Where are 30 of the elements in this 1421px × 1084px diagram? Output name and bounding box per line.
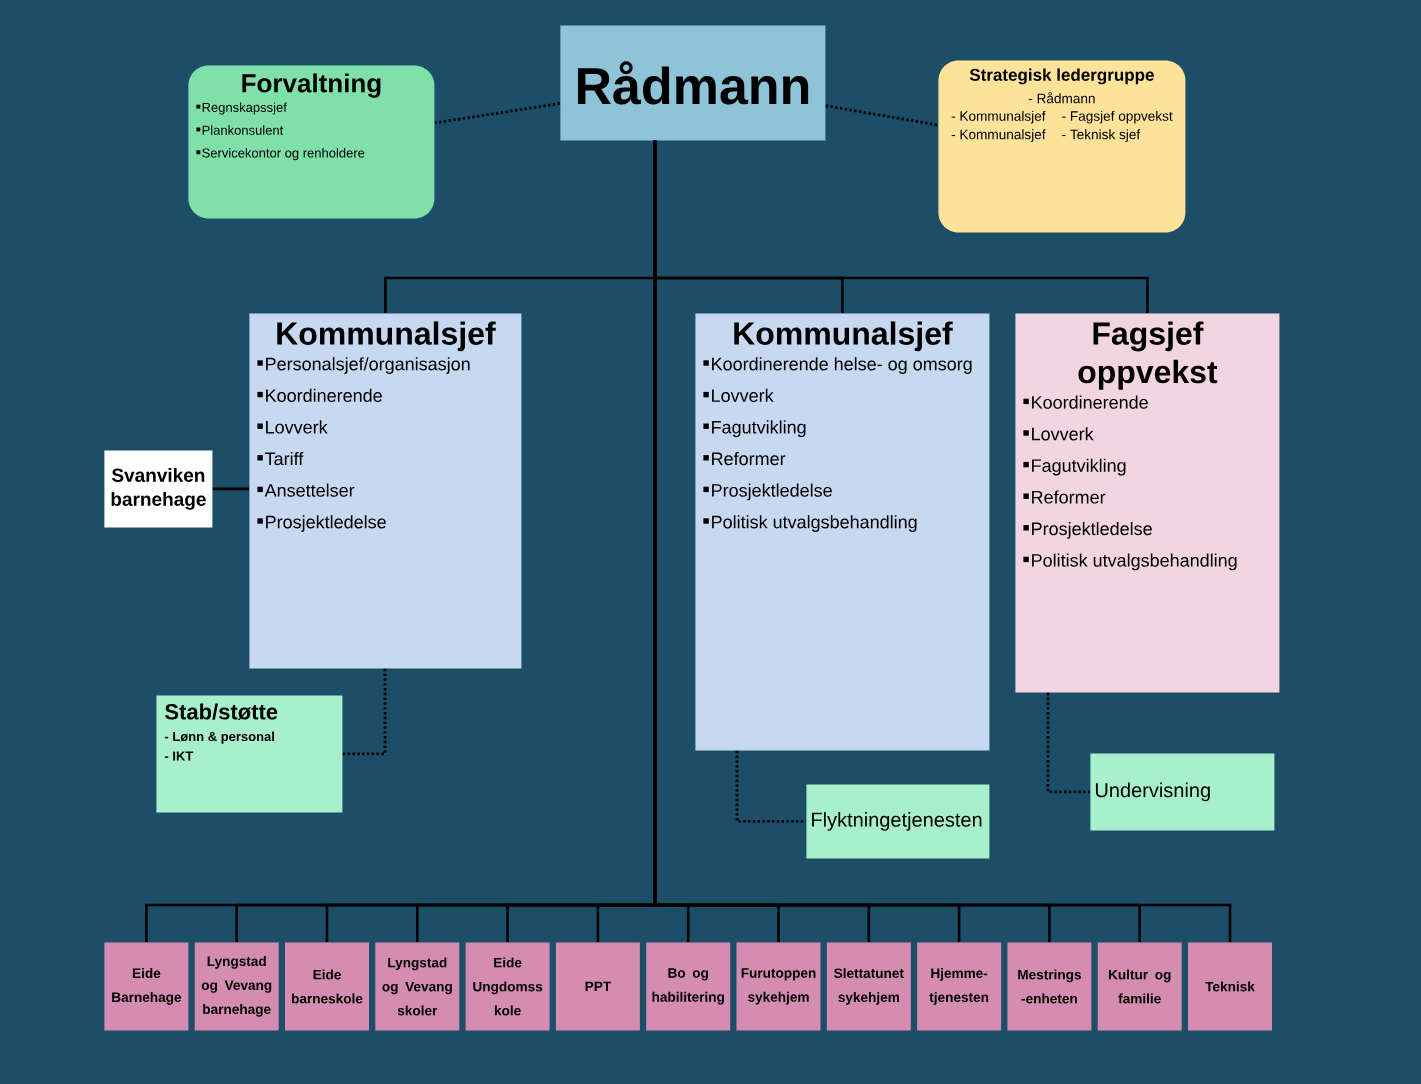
- org-box: Rådmann: [560, 25, 826, 141]
- dotted-connector: [735, 750, 806, 823]
- org-box: Flyktningetjenesten: [806, 784, 990, 859]
- connector-line: [653, 140, 1232, 942]
- org-box: Stab/støtte - Lønn & personal - IKT: [156, 695, 343, 813]
- dotted-connector: [825, 104, 939, 127]
- connector-line: [212, 487, 249, 491]
- unit-box: PPT: [555, 942, 640, 1031]
- unit-box: Kultur og familie: [1097, 942, 1182, 1031]
- org-box: Fagsjef oppvekst Koordinerende Lovverk Fagutvikling Reformer Prosjektledelse Politisk utvalgsbehandling: [1015, 313, 1280, 693]
- unit-box: Eide Ungdomss kole: [465, 942, 550, 1031]
- org-box: Strategisk ledergruppe - Rådmann - Kommunalsjef - Fagsjef oppvekst - Kommunalsjef - Teknisk sjef: [938, 60, 1186, 233]
- unit-box: Eide barneskole: [285, 942, 369, 1031]
- unit-box: Lyngstad og Vevang skoler: [375, 942, 460, 1031]
- unit-box: Furutoppen sykehjem: [736, 942, 821, 1031]
- unit-box: Slettatunet sykehjem: [826, 942, 911, 1031]
- dotted-connector: [434, 102, 561, 125]
- org-box: Kommunalsjef Personalsjef/organisasjon Koordinerende Lovverk Tariff Ansettelser Prosjektledelse: [249, 313, 522, 669]
- org-box: Forvaltning Regnskapssjef Plankonsulent Servicekontor og renholdere: [188, 65, 435, 219]
- dotted-connector: [342, 668, 387, 756]
- dotted-connector: [1046, 692, 1090, 794]
- unit-box: Teknisk: [1188, 942, 1272, 1031]
- unit-box: Lyngstad og Vevang barnehage: [194, 942, 279, 1031]
- org-box: Kommunalsjef Koordinerende helse- og omsorg Lovverk Fagutvikling Reformer Prosjektledelse Politisk utvalgsbehandling: [695, 313, 990, 751]
- unit-box: Eide Barnehage: [104, 942, 189, 1031]
- unit-box: Bo og habilitering: [646, 942, 731, 1031]
- org-box: Svanviken barnehage: [104, 450, 213, 528]
- unit-box: Hjemme- tjenesten: [917, 942, 1002, 1031]
- org-box: Undervisning: [1090, 753, 1275, 831]
- unit-box: Mestrings -enheten: [1007, 942, 1092, 1031]
